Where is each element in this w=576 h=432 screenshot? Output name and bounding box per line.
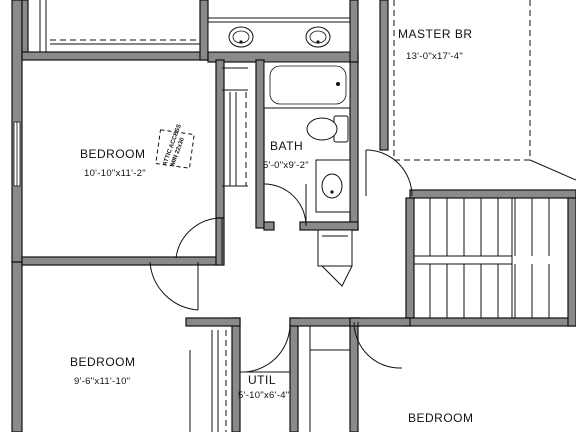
wall-bedroom-sw-east — [231, 317, 241, 432]
room-util: UTIL 5'-10"x6'-4" — [238, 326, 350, 432]
sink-right — [305, 26, 331, 48]
wall-east-stair — [567, 197, 576, 327]
sink-left — [228, 26, 254, 48]
room-bedroom-se: BEDROOM — [408, 411, 474, 425]
master-room-dims: 13'-0"x17'-4" — [406, 51, 463, 62]
wall-closet-nw-east-lower — [215, 217, 225, 266]
wall-closet-nw-east — [215, 59, 225, 219]
wall-closet-top — [21, 0, 29, 59]
room-master: MASTER BR 13'-0"x17'-4" — [365, 0, 576, 197]
wall-util-east — [289, 317, 299, 432]
closet-nw-top — [39, 0, 200, 52]
util-dims: 5'-10"x6'-4" — [238, 390, 289, 401]
bedroom-sw-dims: 9'-6"x11'-10" — [74, 376, 130, 387]
door-se-swing — [353, 321, 403, 369]
vanity-double-sink — [207, 17, 351, 53]
bath-dims: 5'-0"x9'-2" — [263, 160, 309, 171]
master-room-name: MASTER BR — [398, 27, 473, 41]
room-bedroom-sw: BEDROOM 9'-6"x11'-10" — [70, 330, 227, 432]
bathtub — [263, 61, 351, 109]
linen-closet — [317, 229, 353, 267]
wall-closet-sw-top — [185, 317, 241, 327]
wall-west-lower — [11, 261, 23, 432]
wall-bath-west — [255, 59, 265, 229]
util-name: UTIL — [248, 373, 276, 387]
attic-access: ATTIC ACCESS MIN 22x30 — [155, 124, 195, 169]
bath-sink — [321, 173, 343, 199]
bedroom-sw-name: BEDROOM — [70, 355, 136, 369]
door-util-swing — [239, 323, 291, 373]
master-closet-dashed — [393, 0, 531, 161]
wall-bath-east — [349, 61, 359, 231]
wall-stair-bottom — [405, 317, 576, 327]
bedroom-se-name: BEDROOM — [408, 411, 474, 425]
bath-name: BATH — [270, 139, 303, 153]
wall-vanity-bottom — [207, 51, 359, 63]
wall-bedroom-nw-top — [21, 51, 209, 61]
wall-master-west — [379, 0, 389, 151]
bedroom-nw-name: BEDROOM — [80, 147, 146, 161]
wall-stair-top — [409, 189, 576, 199]
toilet — [306, 115, 349, 143]
wall-closet-right — [199, 0, 209, 61]
room-bath: BATH 5'-0"x9'-2" — [263, 61, 353, 287]
stair-landing — [511, 197, 569, 319]
hall-doors — [149, 261, 403, 373]
stair — [413, 197, 569, 319]
wall-stair-west — [405, 197, 415, 319]
door-master-swing — [365, 149, 413, 197]
wall-se-top — [349, 317, 411, 327]
wall-bedroom-nw-bottom — [21, 256, 223, 266]
wall-se-west — [349, 317, 359, 432]
wall-bath-bottom-left — [263, 221, 275, 231]
door-bedroom-nw-swing — [175, 217, 223, 259]
bedroom-nw-dims: 10'-10"x11'-2" — [84, 168, 146, 179]
wall-bath-bottom — [299, 221, 359, 231]
door-bath-swing — [263, 183, 307, 227]
wall-vanity-right — [349, 0, 359, 63]
door-hall-sw-swing — [149, 261, 199, 311]
linen-door — [321, 265, 353, 287]
